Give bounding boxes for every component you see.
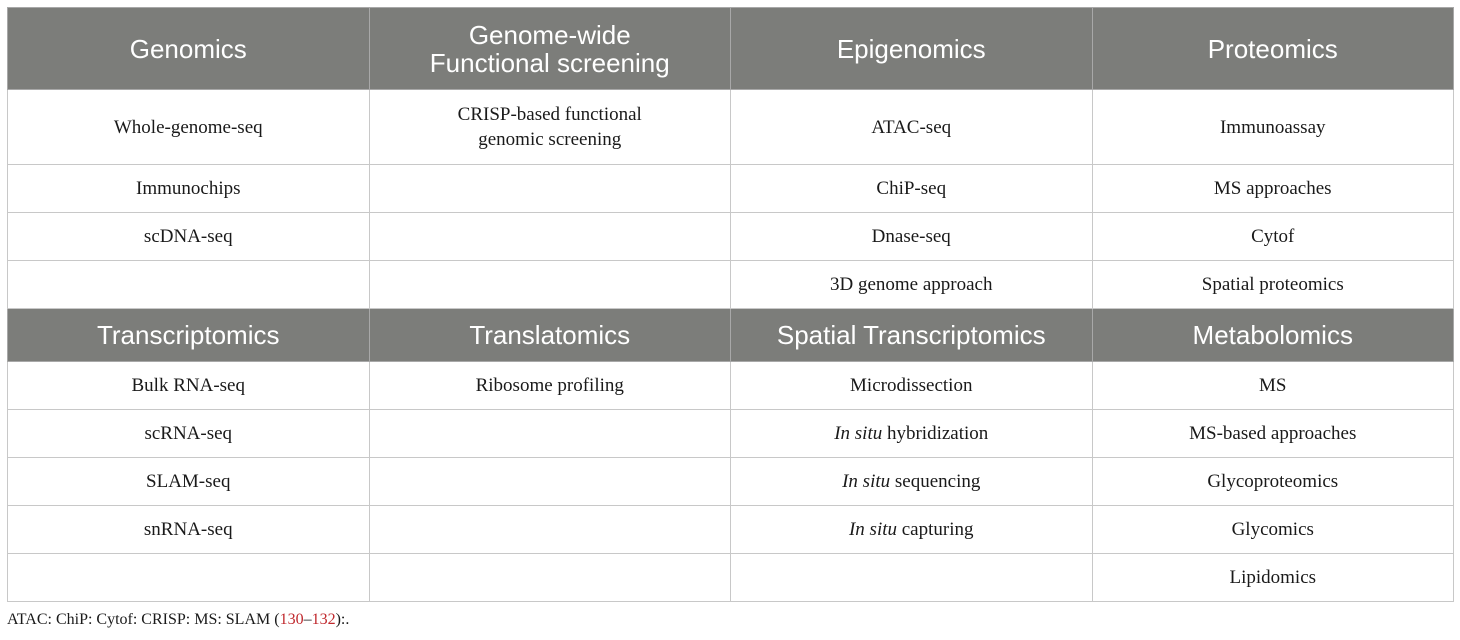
table-cell: ChiP-seq <box>730 164 1093 213</box>
header-cell: Metabolomics <box>1091 308 1454 362</box>
table-cell <box>368 260 731 309</box>
table-cell <box>368 457 731 506</box>
table-cell <box>368 409 731 458</box>
table-cell: SLAM-seq <box>7 457 370 506</box>
header-cell: Epigenomics <box>730 7 1093 90</box>
table-cell: Spatial proteomics <box>1091 260 1454 309</box>
table-row: Bulk RNA-seq Ribosome profiling Microdis… <box>7 361 1454 410</box>
reference-link[interactable]: 132 <box>311 611 336 628</box>
table-cell: scRNA-seq <box>7 409 370 458</box>
table-cell: MS-based approaches <box>1091 409 1454 458</box>
table-cell: In situ sequencing <box>730 457 1093 506</box>
table-cell: Bulk RNA-seq <box>7 361 370 410</box>
table-cell: scDNA-seq <box>7 212 370 261</box>
table-cell: ATAC-seq <box>730 89 1093 165</box>
header-cell: Spatial Transcriptomics <box>730 308 1093 362</box>
table-cell <box>7 260 370 309</box>
table-footnote: ATAC: ChiP: Cytof: CRISP: MS: SLAM (130–… <box>7 611 350 628</box>
table-cell: Microdissection <box>730 361 1093 410</box>
table-cell <box>368 212 731 261</box>
table-row: 3D genome approach Spatial proteomics <box>7 260 1454 309</box>
header-row: Transcriptomics Translatomics Spatial Tr… <box>7 308 1454 362</box>
reference-link[interactable]: 130 <box>279 611 304 628</box>
table-row: SLAM-seq In situ sequencing Glycoproteom… <box>7 457 1454 506</box>
table-cell: Whole-genome-seq <box>7 89 370 165</box>
table-row: Lipidomics <box>7 553 1454 602</box>
header-cell: Genomics <box>7 7 370 90</box>
table-cell: snRNA-seq <box>7 505 370 554</box>
table-cell: Dnase-seq <box>730 212 1093 261</box>
header-cell: Proteomics <box>1091 7 1454 90</box>
table-cell: Glycoproteomics <box>1091 457 1454 506</box>
table-row: scRNA-seq In situ hybridization MS-based… <box>7 409 1454 458</box>
table-cell: Cytof <box>1091 212 1454 261</box>
header-cell: Translatomics <box>368 308 731 362</box>
table-cell <box>368 505 731 554</box>
table-cell: MS approaches <box>1091 164 1454 213</box>
table-cell <box>368 164 731 213</box>
table-row: Immunochips ChiP-seq MS approaches <box>7 164 1454 213</box>
table-cell: Lipidomics <box>1091 553 1454 602</box>
table-cell: Glycomics <box>1091 505 1454 554</box>
table-cell: MS <box>1091 361 1454 410</box>
table-cell: Immunoassay <box>1091 89 1454 165</box>
table-cell: Ribosome profiling <box>368 361 731 410</box>
table-cell <box>368 553 731 602</box>
table-cell: In situ capturing <box>730 505 1093 554</box>
table-cell: 3D genome approach <box>730 260 1093 309</box>
table-cell: In situ hybridization <box>730 409 1093 458</box>
table-cell <box>7 553 370 602</box>
table-cell: Immunochips <box>7 164 370 213</box>
table-row: snRNA-seq In situ capturing Glycomics <box>7 505 1454 554</box>
header-cell: Transcriptomics <box>7 308 370 362</box>
table-cell <box>730 553 1093 602</box>
table-row: scDNA-seq Dnase-seq Cytof <box>7 212 1454 261</box>
